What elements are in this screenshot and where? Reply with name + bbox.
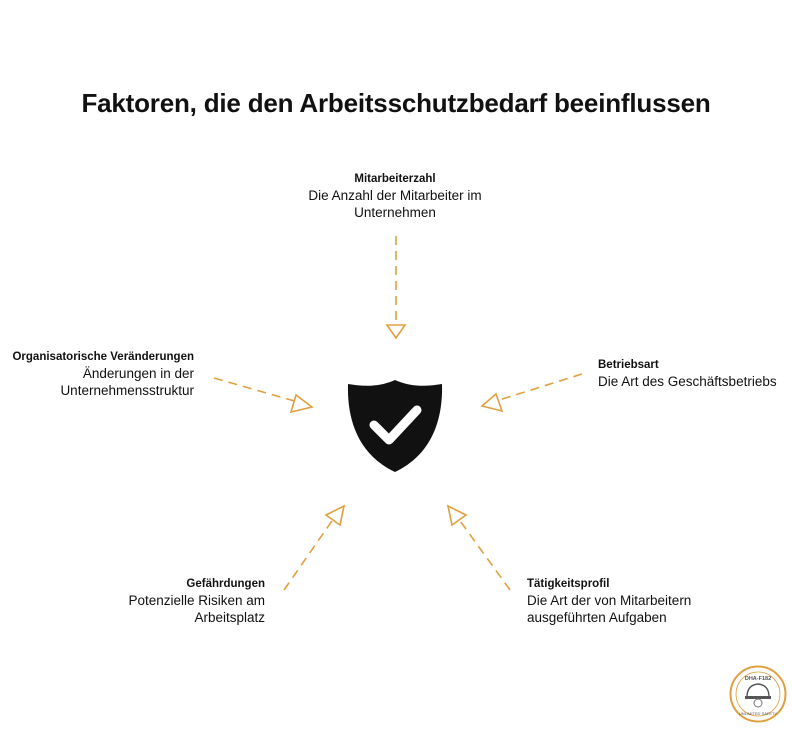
shield-check-icon — [347, 380, 443, 472]
arrowhead-left — [289, 393, 314, 414]
arrowhead-right — [480, 392, 504, 413]
factor-description: Die Art des Geschäftsbetriebs — [598, 374, 777, 389]
factor-description: Die Art der von Mitarbeitern ausgeführte… — [527, 593, 692, 625]
factor-name: Organisatorische Veränderungen — [12, 351, 194, 363]
arrowhead-bottom-right — [446, 504, 468, 527]
arrow-line-bottom-right — [457, 517, 511, 591]
factor-name: Betriebsart — [598, 359, 659, 371]
company-logo: DHA-F182 UNLIMITED SAFETY — [729, 665, 787, 723]
svg-text:DHA-F182: DHA-F182 — [745, 676, 771, 682]
arrow-line-left — [213, 377, 299, 403]
factor-organisatorische-veraenderungen: Organisatorische Veränderungen Änderunge… — [0, 350, 194, 399]
arrowhead-top — [385, 324, 407, 340]
factor-name: Gefährdungen — [186, 578, 265, 590]
factor-description: Potenzielle Risiken am Arbeitsplatz — [128, 593, 265, 625]
arrow-line-bottom-left — [283, 517, 335, 591]
svg-text:UNLIMITED SAFETY: UNLIMITED SAFETY — [739, 711, 778, 716]
factor-betriebsart: Betriebsart Die Art des Geschäftsbetrieb… — [598, 358, 788, 390]
factor-mitarbeiterzahl: Mitarbeiterzahl Die Anzahl der Mitarbeit… — [270, 172, 520, 221]
factor-gefaehrdungen: Gefährdungen Potenzielle Risiken am Arbe… — [80, 577, 265, 626]
factor-description: Die Anzahl der Mitarbeiter im Unternehme… — [308, 188, 482, 220]
page-title: Faktoren, die den Arbeitsschutzbedarf be… — [81, 88, 711, 118]
factor-name: Tätigkeitsprofil — [527, 578, 610, 590]
factor-taetigkeitsprofil: Tätigkeitsprofil Die Art der von Mitarbe… — [527, 577, 747, 626]
arrowhead-bottom-left — [324, 504, 346, 527]
arrow-line-right — [495, 373, 583, 402]
factor-description: Änderungen in der Unternehmensstruktur — [60, 366, 194, 398]
factor-name: Mitarbeiterzahl — [354, 173, 436, 185]
